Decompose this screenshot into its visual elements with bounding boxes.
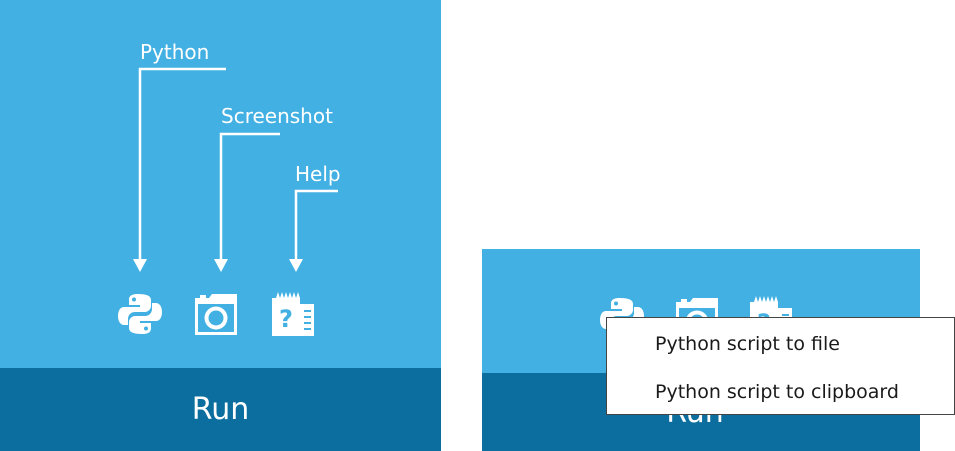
menu-item-python-script-to-file[interactable]: Python script to file [655, 333, 840, 355]
run-panel-annotated: ? Python Screenshot Help Run [0, 0, 441, 451]
menu-item-python-script-to-clipboard[interactable]: Python script to clipboard [655, 381, 899, 403]
callout-leader-lines [133, 67, 338, 272]
run-button-label: Run [191, 392, 250, 427]
help-callout-label: Help [295, 162, 341, 186]
camera-icon[interactable] [192, 290, 240, 338]
python-export-context-menu: Python script to file Python script to c… [606, 317, 955, 415]
screenshot-callout-label: Screenshot [221, 104, 333, 128]
svg-text:?: ? [279, 305, 293, 333]
help-icon[interactable]: ? [268, 290, 316, 338]
python-icon[interactable] [116, 290, 164, 338]
python-callout-label: Python [140, 40, 210, 64]
run-button[interactable]: Run [0, 368, 441, 451]
